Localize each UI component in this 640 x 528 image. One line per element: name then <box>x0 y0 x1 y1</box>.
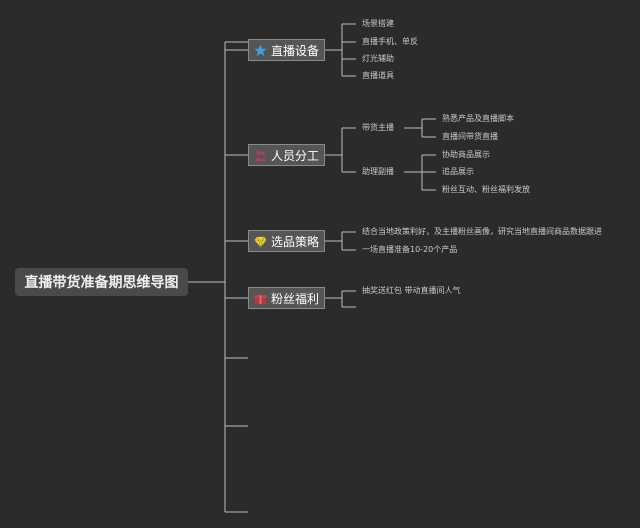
leaf-item[interactable]: 场景搭建 <box>362 19 394 28</box>
star-icon <box>254 43 267 56</box>
branch-label: 选品策略 <box>270 234 319 249</box>
sub-node[interactable]: 助理副播 <box>362 167 394 176</box>
leaf-item[interactable]: 结合当地政策利好，及主播粉丝画像，研究当地直播间商品数据跟进 <box>362 227 602 236</box>
leaf-item[interactable]: 直播手机、单反 <box>362 37 418 46</box>
leaf-item[interactable]: 一场直播准备10-20个产品 <box>362 245 458 254</box>
gift-icon <box>254 294 267 304</box>
branch-node-fan-benefits[interactable]: 粉丝福利 <box>248 287 325 309</box>
branch-label: 直播设备 <box>270 43 319 58</box>
leaf-item[interactable]: 直播间带货直播 <box>442 132 498 141</box>
leaf-item[interactable]: 熟悉产品及直播脚本 <box>442 114 514 123</box>
branch-node-product-selection[interactable]: 选品策略 <box>248 230 325 252</box>
root-node[interactable]: 直播带货准备期思维导图 <box>15 268 188 296</box>
leaf-item[interactable]: 灯光辅助 <box>362 54 394 63</box>
root-label: 直播带货准备期思维导图 <box>24 275 179 291</box>
leaf-item[interactable]: 直播道具 <box>362 71 394 80</box>
sub-node[interactable]: 带货主播 <box>362 123 394 132</box>
branch-label: 粉丝福利 <box>270 291 319 306</box>
diamond-icon <box>254 236 267 248</box>
branch-label: 人员分工 <box>270 148 319 163</box>
leaf-item[interactable]: 抽奖送红包 带动直播间人气 <box>362 286 461 295</box>
branch-node-equipment[interactable]: 直播设备 <box>248 39 325 61</box>
branch-node-staffing[interactable]: 人员分工 <box>248 144 325 166</box>
people-icon <box>254 149 267 161</box>
leaf-item[interactable]: 追品展示 <box>442 167 474 176</box>
leaf-item[interactable]: 协助商品展示 <box>442 150 490 159</box>
leaf-item[interactable]: 粉丝互动、粉丝福利发放 <box>442 185 530 194</box>
